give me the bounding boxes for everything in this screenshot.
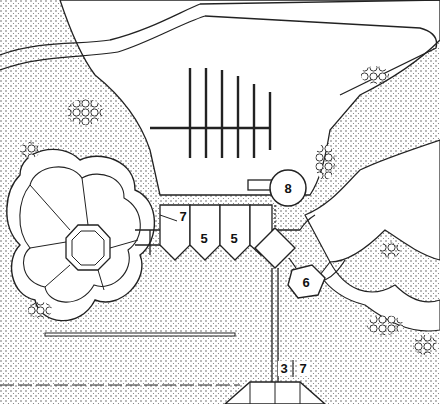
octagon [66,225,110,270]
flower-garden [7,149,155,320]
tree-clusters [20,66,437,355]
junction [255,228,295,268]
round-pavilion [270,170,306,206]
path [0,40,118,70]
road [110,0,440,95]
callout-number: 3 [278,361,289,376]
callout-number: 7 [177,209,188,224]
pavilion [160,205,190,260]
callout-number: 5 [198,231,209,246]
garden-spokes [30,178,138,290]
pavilion [190,205,220,260]
flower-bed [20,167,140,302]
callout-number: 6 [300,275,311,290]
pier-lines [150,68,270,158]
divider [292,360,293,377]
callout-number: 7 [297,361,308,376]
walk [271,268,272,385]
lagoon [305,140,440,262]
callout-number: 8 [282,181,293,196]
pavilion [220,205,250,260]
hex-pavilion [288,265,325,298]
building [225,382,325,404]
callout-number: 5 [228,231,239,246]
long-bench [45,333,235,336]
